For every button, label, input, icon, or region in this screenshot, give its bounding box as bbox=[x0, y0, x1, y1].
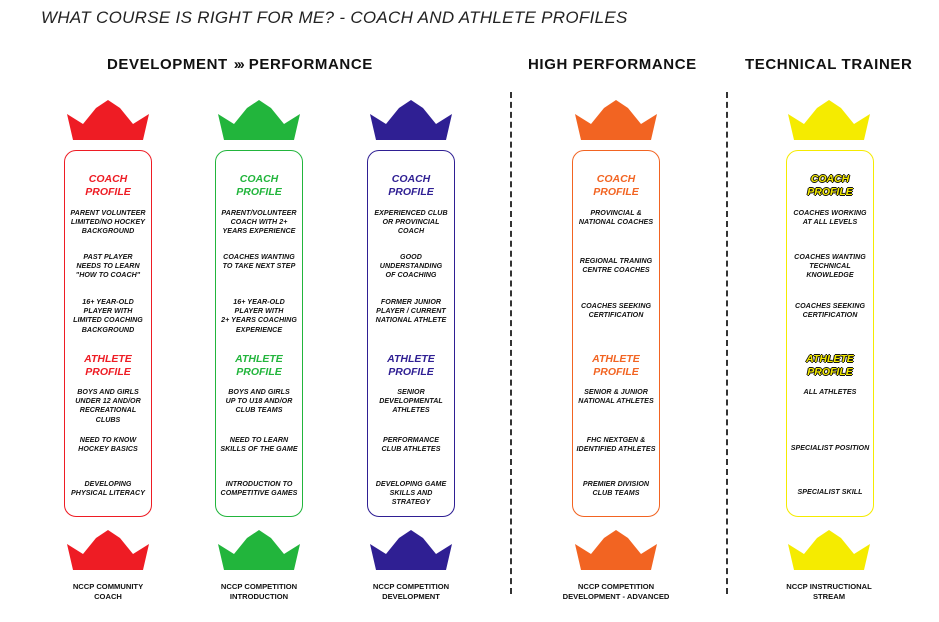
athlete-profile-heading-line: ATHLETE bbox=[806, 353, 854, 365]
development-label: DEVELOPMENT bbox=[107, 56, 228, 73]
crown-top-icon bbox=[67, 100, 149, 140]
crown-shape bbox=[370, 530, 452, 570]
coach-profile-heading-line: PROFILE bbox=[388, 186, 434, 198]
crown-bottom-icon bbox=[575, 530, 657, 570]
athlete-profile-heading-line: PROFILE bbox=[807, 366, 853, 378]
crown-top-icon bbox=[218, 100, 300, 140]
crown-bottom-icon bbox=[788, 530, 870, 570]
coach-profile-heading-line: PROFILE bbox=[807, 186, 853, 198]
crown-top-icon bbox=[370, 100, 452, 140]
crown-shape bbox=[788, 530, 870, 570]
crown-shape bbox=[218, 100, 300, 140]
coach-profile-heading-line: PROFILE bbox=[85, 186, 131, 198]
athlete-profile-item: ALL ATHLETES bbox=[803, 388, 857, 396]
athlete-profile-heading-line: PROFILE bbox=[85, 366, 131, 378]
crown-shape bbox=[67, 100, 149, 140]
athlete-profile-heading-line: ATHLETE bbox=[84, 353, 132, 365]
crown-bottom-icon bbox=[218, 530, 300, 570]
athlete-profile-heading-line: ATHLETE bbox=[387, 353, 435, 365]
athlete-profile-heading-line: PROFILE bbox=[388, 366, 434, 378]
athlete-profile-heading-line: ATHLETE bbox=[235, 353, 283, 365]
crown-top-icon bbox=[575, 100, 657, 140]
page-title: WHAT COURSE IS RIGHT FOR ME? - COACH AND… bbox=[41, 8, 628, 27]
coach-profile-heading-line: PROFILE bbox=[593, 186, 639, 198]
crown-shape bbox=[575, 100, 657, 140]
athlete-profile-item: SPECIALIST POSITION bbox=[790, 444, 870, 452]
performance-label: PERFORMANCE bbox=[248, 56, 373, 73]
crown-bottom-icon bbox=[67, 530, 149, 570]
technical-trainer-heading: TECHNICAL TRAINER bbox=[745, 56, 913, 73]
coach-profile-heading-line: COACH bbox=[810, 173, 850, 185]
crown-shape bbox=[575, 530, 657, 570]
athlete-profile-item: SPECIALIST SKILL bbox=[797, 488, 863, 496]
development-performance-heading: DEVELOPMENT ›››PERFORMANCE bbox=[107, 56, 373, 73]
crown-shape bbox=[788, 100, 870, 140]
coach-profile-heading-line: COACH bbox=[88, 173, 128, 185]
crown-bottom-icon bbox=[370, 530, 452, 570]
crown-shape bbox=[218, 530, 300, 570]
athlete-profile-heading-line: ATHLETE bbox=[592, 353, 640, 365]
athlete-profile-heading-line: PROFILE bbox=[236, 366, 282, 378]
athlete-profile-item: FHC NEXTGEN &IDENTIFIED ATHLETES bbox=[576, 436, 656, 454]
coach-profile-heading-line: COACH bbox=[391, 173, 431, 185]
section-divider-left bbox=[510, 92, 512, 594]
section-divider-right bbox=[726, 92, 728, 594]
crown-shape bbox=[370, 100, 452, 140]
coach-profile-heading-line: PROFILE bbox=[236, 186, 282, 198]
high-performance-heading: HIGH PERFORMANCE bbox=[528, 56, 697, 73]
coach-profile-heading-line: COACH bbox=[239, 173, 279, 185]
athlete-profile-heading-line: PROFILE bbox=[593, 366, 639, 378]
coach-profile-heading-line: COACH bbox=[596, 173, 636, 185]
coach-profile-item: PROVINCIAL &NATIONAL COACHES bbox=[578, 209, 654, 227]
progression-arrows: ››› bbox=[233, 56, 245, 73]
crown-top-icon bbox=[788, 100, 870, 140]
crown-shape bbox=[67, 530, 149, 570]
